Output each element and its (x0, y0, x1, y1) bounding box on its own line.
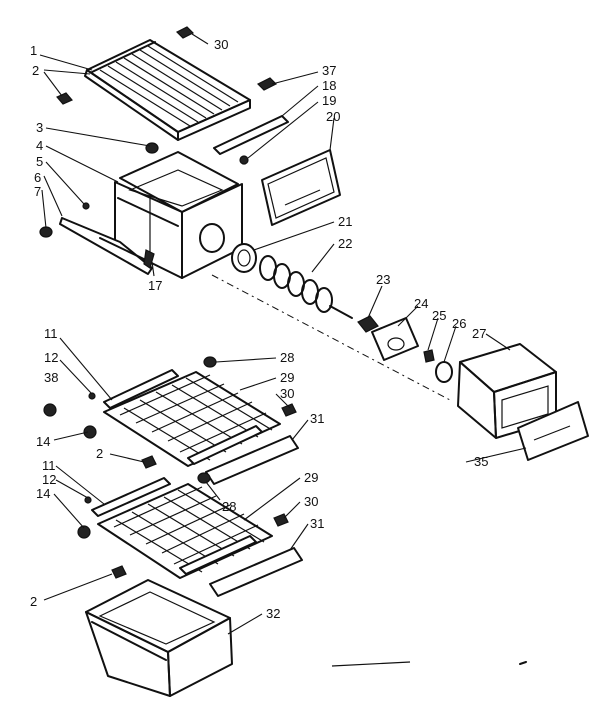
callout-35: 35 (474, 454, 488, 469)
bracket-part-24 (371, 317, 419, 361)
callout-30-lower: 30 (304, 494, 318, 509)
callout-31-lower: 31 (310, 516, 324, 531)
upper-wire-shelf (103, 371, 281, 467)
callout-23: 23 (376, 272, 390, 287)
callout-30-top: 30 (214, 37, 228, 52)
callout-28-lower: 28 (222, 499, 236, 514)
screw-part-3 (145, 142, 159, 154)
ring-part-21 (231, 243, 257, 273)
callout-37: 37 (322, 63, 336, 78)
screw-part-12-lower (84, 496, 92, 504)
callout-labels: 30 1 2 37 18 19 20 3 4 5 6 7 21 22 17 23… (30, 37, 488, 621)
nut-part-14-lower (77, 525, 91, 539)
callout-6: 6 (34, 170, 41, 185)
clip-part-2-top (56, 92, 73, 105)
callout-14-lower: 14 (36, 486, 50, 501)
lower-trim-part-31 (209, 547, 303, 597)
nut-part-38 (43, 403, 57, 417)
lower-shelf-rail-part-11 (91, 477, 171, 517)
callout-28-upper: 28 (280, 350, 294, 365)
upper-shelf-rail-part-11 (103, 369, 179, 409)
bottom-marks (331, 661, 527, 667)
nut-part-7 (39, 226, 53, 238)
upper-front-rail (187, 425, 263, 465)
auger-spring-part-22 (259, 255, 353, 319)
clip-part-30-upper (281, 403, 297, 417)
cover-part-20 (261, 149, 341, 226)
callout-19: 19 (322, 93, 336, 108)
callout-31-upper: 31 (310, 411, 324, 426)
screw-part-17 (143, 249, 155, 269)
clip-part-2-mid (141, 455, 157, 469)
clip-part-2-lower (111, 565, 127, 579)
callout-30-upper: 30 (280, 386, 294, 401)
callout-38: 38 (44, 370, 58, 385)
callout-12-upper: 12 (44, 350, 58, 365)
coupler-part-23 (357, 315, 379, 333)
callout-17: 17 (148, 278, 162, 293)
callout-11-upper: 11 (44, 326, 58, 341)
callout-22: 22 (338, 236, 352, 251)
lower-front-rail (179, 535, 257, 575)
callout-2-mid: 2 (96, 446, 103, 461)
screw-part-19 (239, 155, 249, 165)
screw-part-5 (82, 202, 90, 210)
auger-motor-housing-part-27 (457, 343, 557, 439)
callout-18: 18 (322, 78, 336, 93)
screw-part-25 (423, 349, 435, 363)
gear-part-26 (435, 361, 453, 383)
callout-2-top: 2 (32, 63, 39, 78)
clip-part-37 (256, 77, 278, 91)
callout-1: 1 (30, 43, 37, 58)
screw-part-12-upper (88, 392, 96, 400)
clip-part-30-top (175, 26, 195, 39)
screw-part-28-lower (197, 472, 211, 484)
callout-14-upper: 14 (36, 434, 50, 449)
callout-3: 3 (36, 120, 43, 135)
callout-26: 26 (452, 316, 466, 331)
callout-5: 5 (36, 154, 43, 169)
rod-part-18 (213, 115, 289, 155)
bracket-part-6 (59, 217, 153, 275)
callout-11-lower: 11 (42, 458, 56, 473)
crisper-pan (85, 579, 233, 697)
callout-21: 21 (338, 214, 352, 229)
callout-24: 24 (414, 296, 428, 311)
lower-wire-shelf (97, 483, 273, 579)
leader-lines (39, 33, 527, 635)
callout-29-lower: 29 (304, 470, 318, 485)
callout-7: 7 (34, 184, 41, 199)
callout-25: 25 (432, 308, 446, 323)
cover-part-35 (517, 401, 589, 461)
dash-centerline (211, 274, 451, 401)
callout-12-lower: 12 (42, 472, 56, 487)
screw-part-28-upper (203, 356, 217, 368)
callout-27: 27 (472, 326, 486, 341)
callout-32: 32 (266, 606, 280, 621)
callout-4: 4 (36, 138, 43, 153)
callout-29-upper: 29 (280, 370, 294, 385)
nut-part-14-upper (83, 425, 97, 439)
upper-trim-part-31 (205, 435, 299, 485)
top-shelf (84, 39, 251, 141)
callout-2-lower: 2 (30, 594, 37, 609)
callout-20: 20 (326, 109, 340, 124)
